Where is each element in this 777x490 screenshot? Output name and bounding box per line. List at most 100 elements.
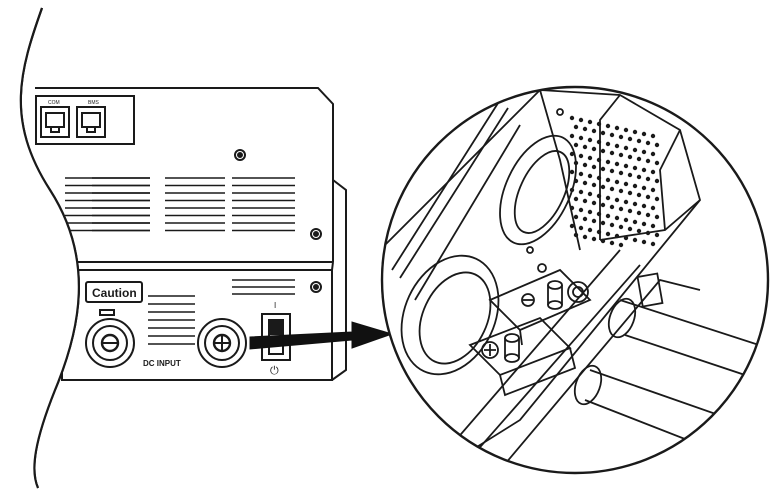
terminal-bolt[interactable] — [547, 280, 589, 310]
mesh-hole — [632, 147, 638, 153]
mesh-hole — [569, 223, 575, 229]
dc-input-label: DC INPUT — [143, 359, 181, 368]
mesh-hole — [573, 232, 579, 238]
mesh-hole — [650, 187, 656, 193]
mesh-hole — [654, 160, 660, 166]
mesh-hole — [623, 181, 629, 187]
mesh-hole — [582, 198, 588, 204]
mesh-hole — [627, 172, 633, 178]
vent-grille — [148, 279, 295, 345]
mesh-hole — [600, 238, 606, 244]
mesh-hole — [614, 233, 620, 239]
mesh-hole — [614, 215, 620, 221]
mesh-hole — [654, 196, 660, 202]
mesh-hole — [623, 235, 629, 241]
inverter-unit: COM BMS — [35, 87, 347, 381]
mesh-hole — [636, 192, 642, 198]
mesh-hole — [600, 202, 606, 208]
communication-port-panel: COM BMS — [35, 95, 135, 145]
mesh-hole — [645, 212, 651, 218]
dc-input-negative-terminal[interactable] — [85, 309, 135, 368]
mesh-hole — [618, 206, 624, 212]
mesh-hole — [582, 162, 588, 168]
mesh-hole — [605, 159, 611, 165]
mesh-hole — [578, 189, 584, 195]
mesh-hole — [609, 186, 615, 192]
svg-text:Caution: Caution — [92, 286, 137, 300]
mesh-hole — [587, 209, 593, 215]
mesh-hole — [591, 182, 597, 188]
mesh-hole — [582, 234, 588, 240]
mesh-hole — [650, 223, 656, 229]
mesh-hole — [591, 200, 597, 206]
mesh-hole — [587, 155, 593, 161]
mesh-hole — [618, 134, 624, 140]
mesh-hole — [587, 191, 593, 197]
mesh-hole — [623, 217, 629, 223]
mesh-hole — [636, 156, 642, 162]
mesh-hole — [650, 169, 656, 175]
mesh-hole — [609, 240, 615, 246]
terminal-bolt[interactable] — [504, 333, 520, 363]
mesh-hole — [596, 157, 602, 163]
mesh-hole — [609, 132, 615, 138]
mesh-hole — [641, 239, 647, 245]
mesh-hole — [632, 129, 638, 135]
ventilation-mesh — [569, 115, 660, 248]
mesh-hole — [600, 130, 606, 136]
mesh-hole — [627, 154, 633, 160]
mesh-hole — [641, 131, 647, 137]
mesh-hole — [614, 179, 620, 185]
mesh-hole — [605, 213, 611, 219]
mesh-hole — [569, 205, 575, 211]
mesh-hole — [578, 171, 584, 177]
mesh-hole — [645, 230, 651, 236]
mesh-hole — [623, 163, 629, 169]
switch-on-label: I — [274, 301, 276, 310]
mesh-hole — [582, 126, 588, 132]
mesh-hole — [650, 133, 656, 139]
mesh-hole — [591, 146, 597, 152]
mesh-hole — [641, 185, 647, 191]
dc-input-positive-terminal[interactable] — [197, 318, 247, 368]
mesh-hole — [618, 224, 624, 230]
mesh-hole — [654, 142, 660, 148]
mesh-hole — [600, 220, 606, 226]
power-icon: ⏻ — [270, 365, 279, 377]
com-port-label: COM — [48, 100, 60, 106]
mesh-hole — [609, 168, 615, 174]
mesh-hole — [641, 167, 647, 173]
mesh-hole — [636, 228, 642, 234]
screw-icon — [310, 281, 322, 293]
mesh-hole — [587, 137, 593, 143]
mesh-hole — [632, 183, 638, 189]
bms-rj45-port[interactable] — [76, 106, 106, 138]
mesh-hole — [636, 138, 642, 144]
mesh-hole — [645, 140, 651, 146]
mesh-hole — [600, 184, 606, 190]
screw-icon — [234, 149, 246, 161]
mesh-hole — [573, 214, 579, 220]
mesh-hole — [609, 150, 615, 156]
mesh-hole — [650, 241, 656, 247]
mesh-hole — [645, 176, 651, 182]
mesh-hole — [618, 152, 624, 158]
com-rj45-port[interactable] — [40, 106, 70, 138]
mesh-hole — [632, 165, 638, 171]
mesh-hole — [582, 216, 588, 222]
mesh-hole — [654, 232, 660, 238]
mesh-hole — [578, 117, 584, 123]
mesh-hole — [614, 125, 620, 131]
mesh-hole — [582, 180, 588, 186]
mesh-hole — [578, 153, 584, 159]
caution-label: Caution — [85, 281, 143, 303]
pointer-arrow — [249, 321, 394, 350]
mesh-hole — [641, 203, 647, 209]
mesh-hole — [587, 227, 593, 233]
mesh-hole — [650, 205, 656, 211]
magnifier-ring — [380, 85, 770, 475]
mesh-hole — [641, 221, 647, 227]
mesh-hole — [605, 195, 611, 201]
mesh-hole — [632, 219, 638, 225]
mesh-hole — [596, 229, 602, 235]
